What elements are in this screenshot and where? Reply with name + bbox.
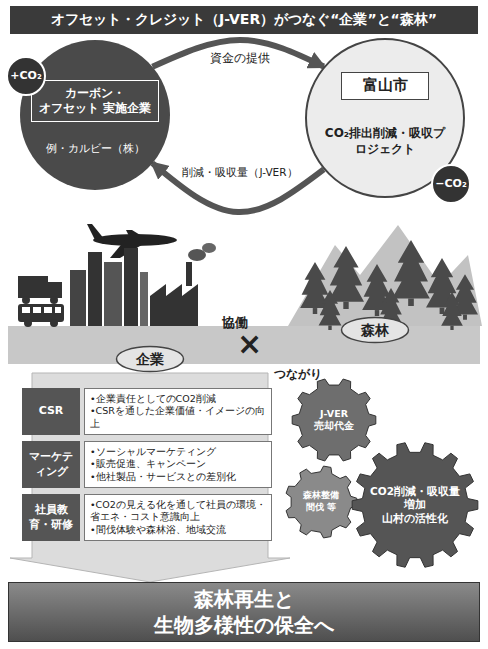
forest-trees	[300, 240, 478, 330]
title-banner: オフセット・クレジット（J-VER）がつなぐ“企業”と“森林”	[10, 6, 478, 34]
node-text: CO2削減・吸収量 増加	[369, 485, 461, 512]
gear-shape	[352, 443, 478, 567]
city-box: 富山市	[341, 72, 429, 100]
bus	[18, 304, 64, 327]
node-text: カーボン・オフセット 実施企業	[36, 86, 154, 116]
node-text: 山村の活性化	[382, 512, 448, 526]
bus-window	[33, 307, 41, 313]
edge-label: 資金の提供	[207, 50, 273, 67]
node-text: •CSRを通した企業価値・イメージの向上	[90, 405, 266, 430]
node-text: 社員教育・研修	[24, 503, 78, 532]
node-text: CSR	[39, 404, 64, 418]
wheel	[50, 296, 58, 304]
wheel	[22, 296, 30, 304]
node-text: •CO2の見える化を通して社員の環境・省エネ・コスト意識向上	[90, 499, 266, 524]
edge-label: 削減・吸収量（J-VER）	[179, 166, 300, 180]
chimney	[186, 262, 192, 286]
band-label: つながり	[274, 366, 322, 383]
bus-window	[22, 307, 30, 313]
truck	[18, 276, 62, 304]
node-text: •販売促進、キャンペーン	[90, 458, 266, 470]
node-text: •ソーシャルマーケティング	[90, 446, 266, 458]
bus-window	[55, 307, 61, 313]
ground-band	[8, 326, 480, 364]
building	[88, 252, 102, 326]
goal-banner: 森林再生と 生物多様性の保全へ	[8, 582, 480, 642]
truck-box	[18, 276, 48, 298]
node-text: 森林	[361, 321, 389, 339]
company-circle: カーボン・オフセット 実施企業+CO₂例・カルビー（株）	[20, 40, 170, 190]
category-label: 社員教育・研修	[22, 494, 80, 541]
node-text: 森林再生と 生物多様性の保全へ	[139, 586, 349, 638]
oval-shape	[342, 318, 409, 343]
node-text: •他社製品・サービスとの差別化	[90, 471, 266, 483]
circle-shape	[20, 40, 170, 190]
factory-building	[150, 284, 198, 326]
circle-outline	[20, 40, 170, 190]
tree	[441, 292, 463, 330]
node-text: •間伐体験や森林浴、地域交流	[90, 524, 266, 536]
project-text: CO₂排出削減・吸収プロジェクト	[323, 126, 447, 157]
tree	[392, 240, 430, 306]
smoke	[202, 243, 216, 253]
co2-badge: +CO₂	[6, 56, 46, 96]
co2-badge: −CO₂	[431, 164, 471, 204]
category-label: マーケティング	[22, 441, 80, 488]
bullet-list: •企業責任としてのCO2削減•CSRを通した企業価値・イメージの向上	[84, 388, 272, 435]
gear: 森林整備 間伐 等	[285, 466, 357, 538]
oval-shape	[117, 347, 184, 372]
node-text: 企業	[136, 350, 164, 368]
forest-oval: 森林	[340, 316, 410, 344]
building	[104, 262, 122, 326]
airplane-tail	[87, 224, 105, 240]
node-text: •企業責任としてのCO2削減	[90, 393, 266, 405]
wheel	[50, 319, 58, 327]
building	[140, 272, 148, 326]
bus-body	[18, 304, 64, 322]
factory	[150, 243, 216, 326]
node-text: 森林整備 間伐 等	[298, 490, 344, 513]
example-text: 例・カルビー（株）	[30, 142, 160, 156]
airplane-wing	[126, 230, 145, 238]
gear-shape	[286, 466, 357, 538]
building	[70, 270, 86, 326]
gear-shape	[292, 379, 376, 461]
gear: J-VER 売却代金	[292, 378, 376, 462]
flow-arrow	[10, 373, 290, 582]
truck-cab	[48, 282, 62, 298]
company-box: カーボン・オフセット 実施企業	[31, 80, 159, 122]
buildings	[70, 248, 148, 326]
category-label: CSR	[22, 388, 80, 435]
credit-arrow	[152, 163, 323, 212]
wheel	[24, 319, 32, 327]
node-text: 富山市	[363, 76, 408, 96]
funding-arrow	[152, 40, 323, 67]
band-label: ×	[237, 326, 262, 361]
city-circle: 富山市−CO₂CO₂排出削減・吸収プロジェクト	[305, 38, 465, 198]
node-text: マーケティング	[24, 450, 78, 479]
gear: CO2削減・吸収量 増加山村の活性化	[352, 442, 478, 568]
building	[124, 248, 138, 326]
node-text: J-VER 売却代金	[306, 408, 362, 433]
bullet-list: •CO2の見える化を通して社員の環境・省エネ・コスト意識向上•間伐体験や森林浴、…	[84, 494, 272, 541]
bullet-list: •ソーシャルマーケティング•販売促進、キャンペーン•他社製品・サービスとの差別化	[84, 441, 272, 488]
tree	[319, 290, 342, 330]
bus-window	[44, 307, 52, 313]
company-oval: 企業	[115, 345, 185, 373]
